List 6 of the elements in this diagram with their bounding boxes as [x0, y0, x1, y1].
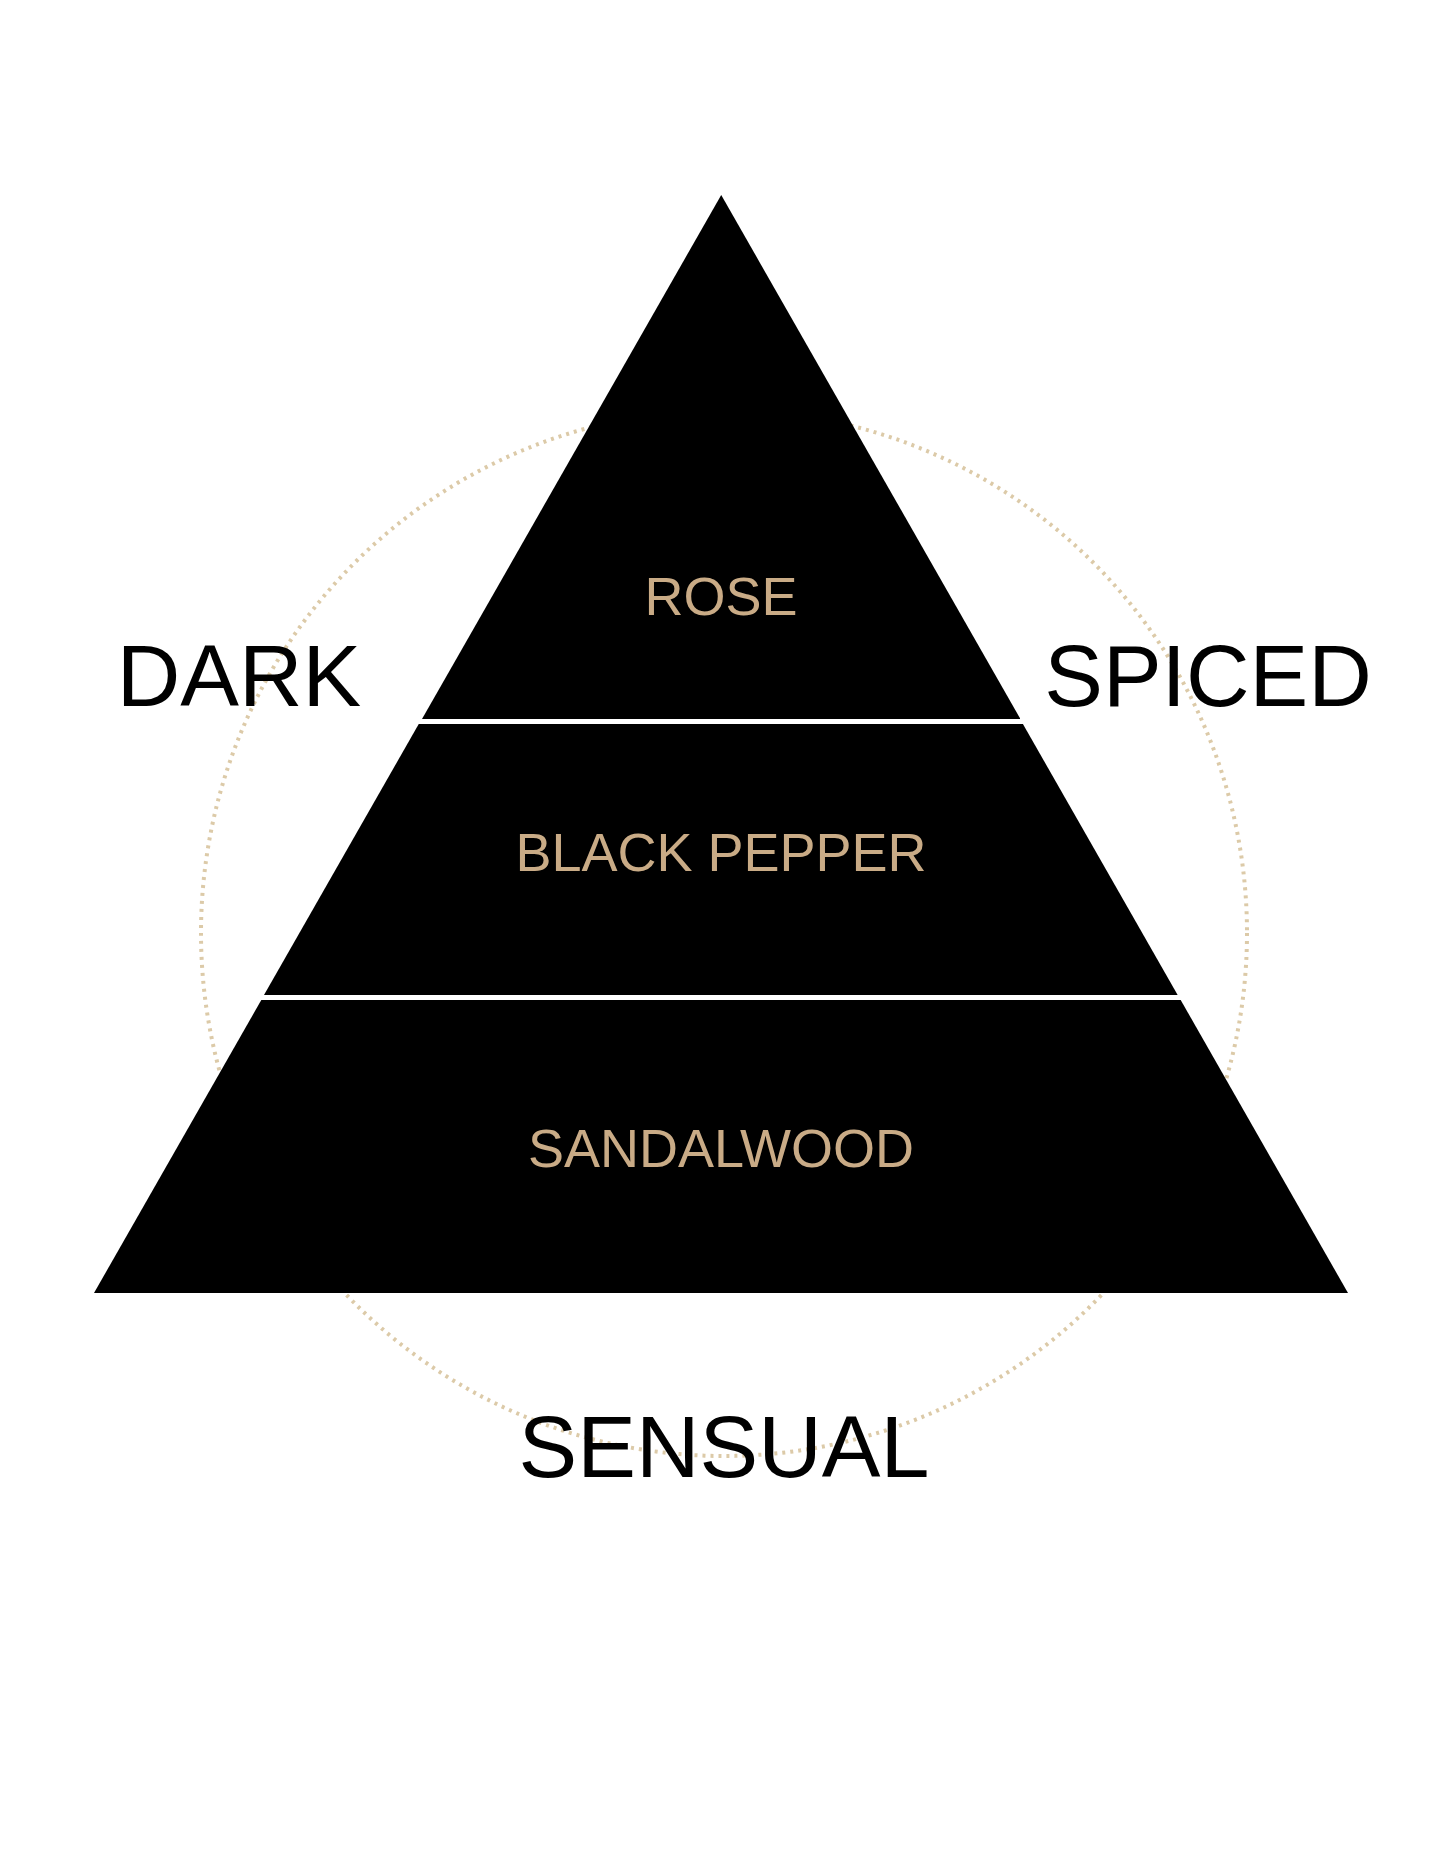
tier-label: BLACK PEPPER	[515, 825, 927, 879]
descriptor-label: DARK	[116, 632, 362, 720]
descriptor-label: SENSUAL	[518, 1403, 930, 1491]
tier-label: SANDALWOOD	[528, 1121, 914, 1175]
descriptor-label: SPICED	[1044, 632, 1372, 720]
tier-label: ROSE	[644, 569, 798, 623]
